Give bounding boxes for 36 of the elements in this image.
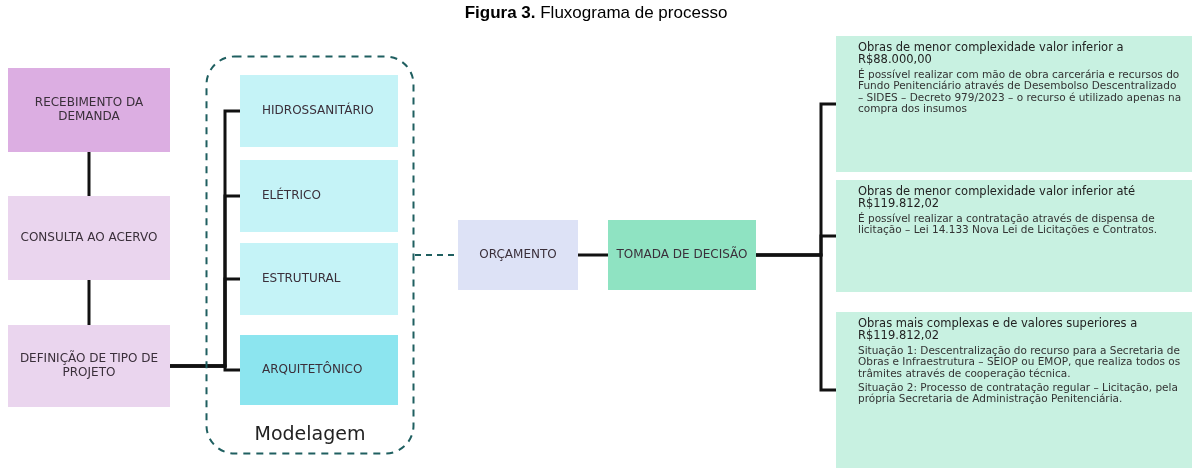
box-description: É possível realizar a contratação através de dispensa de licitação – Lei 14.133 Nova Lei de Licitações e Contratos.	[858, 213, 1159, 236]
connector-line	[87, 152, 91, 196]
info-box	[836, 36, 1192, 172]
process-box	[240, 75, 398, 147]
dashed-group-container	[205, 55, 415, 455]
process-box	[8, 68, 170, 152]
box-label: ELÉTRICO	[261, 189, 322, 203]
process-box	[240, 160, 398, 232]
info-box	[836, 180, 1192, 292]
box-description: Situação 1: Descentralização do recurso para a Secretaria de Obras e Infraestrutura – SEIOP ou EMOP, que realiza todos os trâmites através de cooperação técnica.	[858, 345, 1182, 380]
process-box	[8, 325, 170, 407]
process-box	[240, 335, 398, 405]
process-box	[608, 220, 756, 290]
box-label: CONSULTA AO ACERVO	[19, 231, 159, 245]
figure-title: Figura 3. Fluxograma de processo	[464, 3, 728, 22]
connector-line	[578, 253, 608, 257]
box-label: ARQUITETÔNICO	[261, 363, 364, 377]
connector-line	[87, 280, 91, 325]
box-heading: Obras de menor complexidade valor inferior a R$88.000,00	[858, 41, 1125, 66]
group-label: Modelagem	[254, 423, 366, 445]
box-label: RECEBIMENTO DA DEMANDA	[33, 96, 145, 124]
box-label: ESTRUTURAL	[261, 272, 342, 286]
process-box	[240, 243, 398, 315]
box-label: HIDROSSANITÁRIO	[261, 104, 375, 118]
box-heading: Obras de menor complexidade valor inferior até R$119.812,02	[858, 185, 1137, 210]
box-description: É possível realizar com mão de obra carcerária e recursos do Fundo Penitenciário através de Desembolso Descentralizado – SIDES – Decreto 979/2023 – o recurso é utilizado apenas na compra dos insumos	[858, 69, 1183, 115]
connector-line	[170, 364, 240, 372]
box-label: DEFINIÇÃO DE TIPO DE PROJETO	[18, 352, 160, 380]
info-box	[836, 312, 1192, 468]
process-box	[458, 220, 578, 290]
box-heading: Obras mais complexas e de valores superiores a R$119.812,02	[858, 317, 1139, 342]
box-label: TOMADA DE DECISÃO	[615, 248, 749, 262]
box-label: ORÇAMENTO	[478, 248, 558, 262]
process-box	[8, 196, 170, 280]
box-description: Situação 2: Processo de contratação regular – Licitação, pela própria Secretaria de Administração Penitenciária.	[858, 382, 1179, 405]
connector-line	[756, 253, 836, 392]
